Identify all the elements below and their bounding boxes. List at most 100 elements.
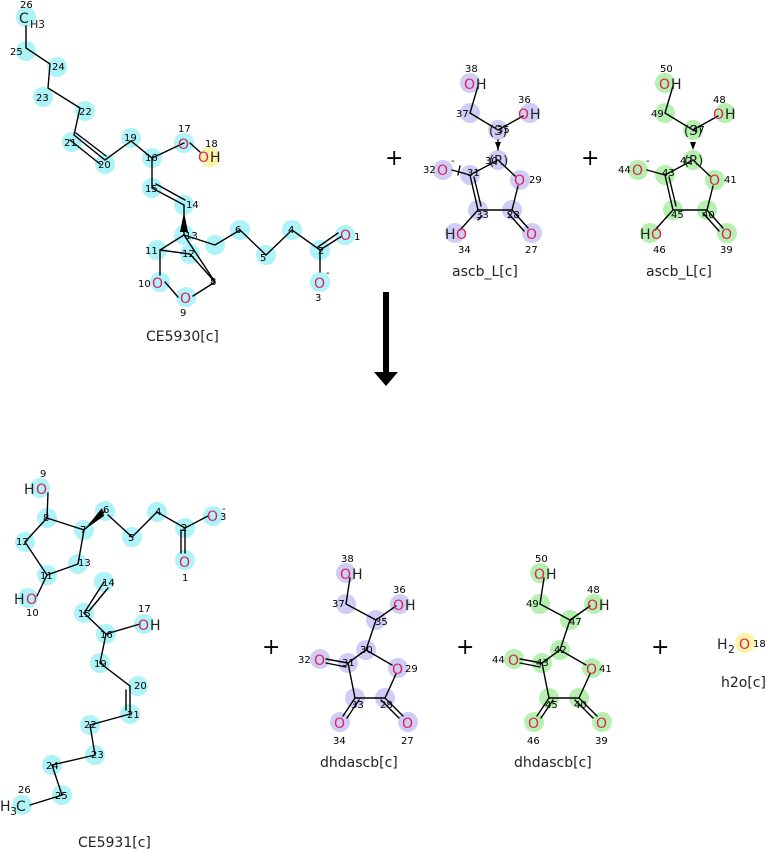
svg-text:33: 33 (476, 210, 489, 221)
svg-text:3: 3 (220, 512, 226, 523)
svg-text:33: 33 (351, 700, 364, 711)
svg-text:5: 5 (260, 253, 266, 264)
svg-text:H: H (530, 107, 541, 123)
svg-text:15: 15 (78, 609, 91, 620)
svg-text:O: O (528, 716, 539, 732)
svg-text:(S): (S) (489, 124, 507, 139)
svg-text:11: 11 (145, 246, 158, 257)
svg-text:O: O (587, 598, 598, 614)
svg-text:27: 27 (401, 736, 414, 747)
svg-text:16: 16 (100, 630, 113, 641)
svg-text:O: O (392, 662, 403, 678)
svg-text:34: 34 (458, 245, 471, 256)
plus-sign: + (456, 635, 474, 660)
plus-sign: + (385, 146, 403, 171)
svg-text:47: 47 (569, 617, 582, 628)
svg-text:31: 31 (467, 168, 480, 179)
svg-text:H: H (30, 18, 38, 31)
label-ascb-l-2: ascb_L[c] (646, 264, 712, 280)
svg-text:30: 30 (360, 645, 373, 656)
svg-text:31: 31 (342, 658, 355, 669)
label-h2o: h2o[c] (721, 675, 766, 691)
svg-text:H: H (671, 77, 682, 93)
svg-text:42: 42 (680, 156, 693, 167)
svg-text:8: 8 (43, 513, 49, 524)
svg-text:48: 48 (587, 585, 600, 596)
svg-text:39: 39 (720, 245, 733, 256)
svg-text:27: 27 (525, 245, 538, 256)
svg-text:19: 19 (94, 659, 107, 670)
svg-text:(S): (S) (684, 124, 702, 139)
svg-text:36: 36 (393, 585, 406, 596)
svg-text:H: H (24, 482, 35, 498)
svg-text:18: 18 (753, 639, 766, 650)
label-ce5930: CE5930[c] (146, 329, 219, 345)
label-ascb-l-1: ascb_L[c] (452, 264, 518, 280)
svg-text:O: O (518, 107, 529, 123)
svg-text:O: O (526, 227, 537, 243)
svg-text:O: O (334, 716, 345, 732)
svg-text:C: C (16, 799, 26, 815)
svg-text:34: 34 (333, 736, 346, 747)
svg-text:3: 3 (38, 18, 45, 31)
svg-text:H: H (14, 592, 25, 608)
svg-text:10: 10 (26, 608, 39, 619)
svg-text:6: 6 (235, 225, 241, 236)
plus-sign: + (262, 635, 280, 660)
svg-text:2: 2 (181, 523, 187, 534)
molecule-h2o: H 2 O 18 h2o[c] (717, 633, 766, 691)
svg-text:H: H (445, 227, 456, 243)
svg-text:O: O (596, 716, 607, 732)
svg-text:12: 12 (16, 537, 29, 548)
svg-text:13: 13 (185, 231, 198, 242)
svg-text:20: 20 (134, 681, 147, 692)
svg-text:19: 19 (124, 133, 137, 144)
svg-text:23: 23 (36, 93, 49, 104)
svg-text:O: O (179, 555, 190, 571)
svg-text:20: 20 (98, 160, 111, 171)
svg-text:32: 32 (423, 165, 436, 176)
svg-text:O: O (534, 567, 545, 583)
svg-text:18: 18 (205, 139, 218, 150)
svg-text:50: 50 (535, 554, 548, 565)
svg-text:H: H (546, 567, 557, 583)
svg-text:2: 2 (318, 246, 324, 257)
svg-text:H: H (599, 598, 610, 614)
svg-text:O: O (340, 567, 351, 583)
svg-text:23: 23 (91, 750, 104, 761)
svg-text:38: 38 (341, 554, 354, 565)
svg-text:(R): (R) (684, 154, 703, 169)
svg-text:O: O (721, 227, 732, 243)
svg-text:H: H (725, 107, 736, 123)
svg-text:35: 35 (497, 125, 510, 136)
svg-text:O: O (632, 163, 643, 179)
svg-text:42: 42 (554, 645, 567, 656)
svg-text:C: C (19, 11, 29, 27)
svg-text:11: 11 (40, 571, 53, 582)
svg-text:13: 13 (78, 558, 91, 569)
svg-text:O: O (138, 618, 149, 634)
svg-text:14: 14 (102, 578, 115, 589)
svg-text:14: 14 (186, 200, 199, 211)
svg-text:43: 43 (536, 658, 549, 669)
svg-text:O: O (180, 291, 191, 307)
svg-text:O: O (651, 227, 662, 243)
svg-text:-: - (646, 156, 650, 167)
svg-text:12: 12 (182, 249, 195, 260)
svg-text:3: 3 (315, 293, 321, 304)
svg-text:-: - (222, 504, 226, 515)
svg-text:25: 25 (10, 47, 23, 58)
svg-text:O: O (464, 77, 475, 93)
svg-text:17: 17 (178, 124, 191, 135)
svg-text:O: O (207, 509, 218, 525)
svg-text:O: O (340, 228, 351, 244)
svg-text:41: 41 (599, 664, 612, 675)
svg-text:O: O (314, 276, 325, 292)
svg-text:15: 15 (145, 184, 158, 195)
svg-text:H: H (210, 150, 221, 166)
svg-text:O: O (198, 150, 209, 166)
label-dhdascb-2: dhdascb[c] (514, 755, 592, 771)
